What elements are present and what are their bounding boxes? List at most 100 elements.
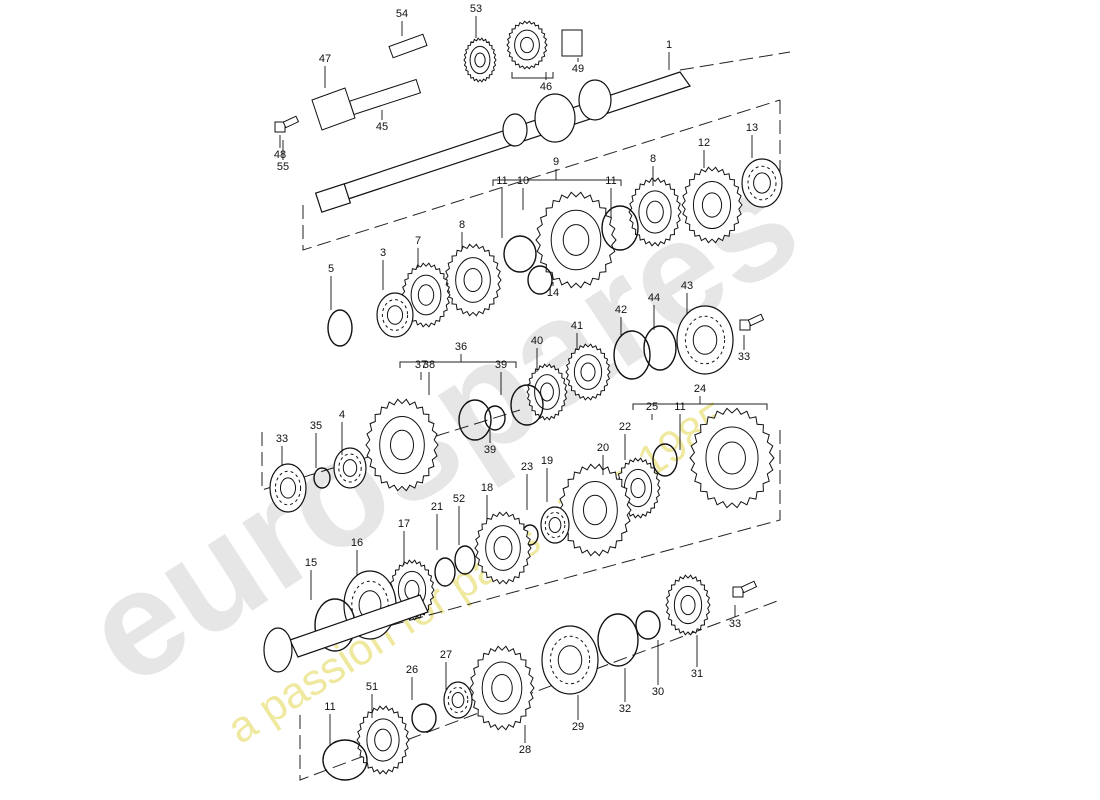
callout-4: 4 [339,409,345,421]
callout-39: 39 [495,359,507,371]
gear-41 [526,363,568,421]
callout-53: 53 [470,3,482,15]
bearing-35 [269,463,307,513]
callout-42: 42 [615,304,627,316]
callout-19: 19 [541,455,553,467]
callout-48: 48 [274,149,286,161]
gear-12 [681,166,743,244]
callout-11: 11 [496,175,507,187]
ring-32 [597,613,639,667]
ring-11-bottom [322,739,368,781]
callout-20: 20 [597,442,609,454]
bearing-19 [540,506,570,544]
callout-43: 43 [681,280,693,292]
gear-24 [689,407,775,509]
callout-22: 22 [619,421,631,433]
ring-45 [643,325,677,371]
hub-54 [463,37,497,83]
callout-33: 33 [738,351,750,363]
callout-52: 52 [453,493,465,505]
bearing-13 [741,158,783,208]
sleeve-51 [561,29,583,57]
ring-39-b [510,384,544,426]
circlip-5 [327,309,353,347]
parts-layer [269,20,783,781]
ring-11-right [601,205,639,251]
callout-30: 30 [652,686,664,698]
gear-47 [506,20,548,70]
ring-14 [527,265,553,295]
callout-24: 24 [694,383,706,395]
callout-28: 28 [519,744,531,756]
spring-55 [388,33,428,59]
callout-45: 45 [376,121,388,133]
ring-30 [635,610,661,640]
synchro-hub-9 [535,191,617,289]
gear-8-upper [628,177,682,247]
callout-54: 54 [396,8,408,20]
bolt-33-lower [732,580,758,598]
callout-9: 9 [553,156,559,168]
ring-11-row4 [652,443,678,477]
callout-13: 13 [746,122,758,134]
callout-33: 33 [729,618,741,630]
callout-14: 14 [547,287,559,299]
callout-36: 36 [455,341,467,353]
ring-36 [313,467,331,489]
group-brackets [261,51,791,781]
callout-26: 26 [406,664,418,676]
callout-25: 25 [646,401,658,413]
callout-7: 7 [415,235,421,247]
callout-16: 16 [351,537,363,549]
ring-26 [411,703,437,733]
bearing-3 [376,292,414,338]
bolt-33-upper [739,313,765,331]
callout-11: 11 [324,701,335,713]
plate-48 [311,87,356,131]
ring-52 [356,705,410,775]
bearing-44 [676,305,734,375]
callout-33: 33 [276,433,288,445]
ring-43 [613,330,651,380]
callout-31: 31 [691,668,703,680]
gear-31 [665,574,711,636]
pinion-shaft [263,594,429,673]
main-shaft [314,71,691,213]
callout-46: 46 [540,81,552,93]
callout-51: 51 [366,681,378,693]
callout-32: 32 [619,703,631,715]
bolt-49 [274,115,300,133]
gear-42 [565,343,611,401]
callout-40: 40 [531,335,543,347]
bearing-29 [541,625,599,695]
ring-21 [434,557,456,587]
callout-41: 41 [571,320,583,332]
callout-44: 44 [648,292,660,304]
callout-18: 18 [481,482,493,494]
callout-8: 8 [459,219,465,231]
callout-37: 37 [415,359,427,371]
ring-40 [484,405,506,431]
callout-12: 12 [698,137,710,149]
pin-46 [348,78,422,116]
gear-28 [469,645,535,731]
callout-23: 23 [521,461,533,473]
callout-47: 47 [319,53,331,65]
bearing-27 [443,681,473,719]
callout-29: 29 [572,721,584,733]
callout-8: 8 [650,153,656,165]
ring-11-left [503,235,537,273]
callout-10: 10 [517,175,529,187]
callout-5: 5 [328,263,334,275]
gear-cluster-37 [365,398,439,492]
callout-39: 39 [484,444,496,456]
callout-38: 38 [423,359,435,371]
ring-39-a [458,399,492,441]
callout-11: 11 [605,175,616,187]
callout-49: 49 [572,63,584,75]
callout-15: 15 [305,557,317,569]
gear-20 [558,463,632,557]
callout-27: 27 [440,649,452,661]
